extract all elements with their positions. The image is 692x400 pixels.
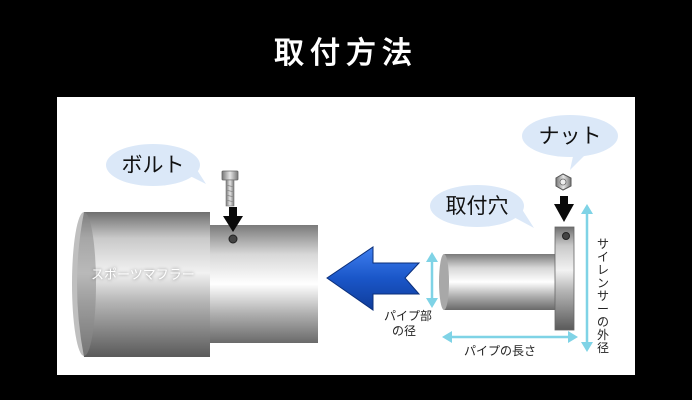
bolt-pointer-arrow xyxy=(223,207,243,232)
pipe-diameter-dimension xyxy=(426,252,438,308)
bolt-label: ボルト xyxy=(121,153,185,177)
pipe-diameter-label-line1: パイプ部 xyxy=(384,309,433,323)
insert-direction-arrow xyxy=(326,246,421,311)
bolt xyxy=(221,170,239,207)
mount-hole-bubble xyxy=(430,185,534,228)
silencer-mount-hole xyxy=(562,232,570,240)
sport-muffler xyxy=(72,212,318,357)
bolt-bubble xyxy=(106,144,206,186)
pipe-length-dimension xyxy=(442,331,578,343)
silencer-outer-diameter-label: サイレンサーの外径 xyxy=(596,237,609,355)
nut xyxy=(555,173,572,191)
muffler-label: スポーツマフラー xyxy=(91,268,195,283)
pipe-diameter-label-line2: の径 xyxy=(392,324,417,338)
muffler-hole xyxy=(228,234,238,244)
page-title: 取付方法 xyxy=(274,36,418,71)
pipe-length-label: パイプの長さ xyxy=(464,344,537,358)
silencer xyxy=(439,226,575,331)
silencer-diameter-dimension xyxy=(581,204,593,352)
nut-label: ナット xyxy=(538,124,602,148)
nut-bubble xyxy=(522,115,618,170)
nut-pointer-arrow xyxy=(554,196,574,222)
mount-hole-label: 取付穴 xyxy=(445,194,509,218)
